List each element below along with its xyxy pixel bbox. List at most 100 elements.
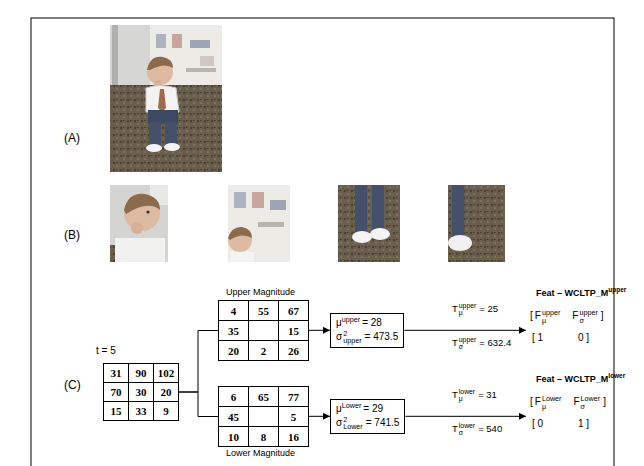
photo-full-part [148, 110, 178, 124]
patch-building-part [230, 252, 254, 262]
photo-full-part [158, 89, 166, 112]
grid-cell: 90 [128, 363, 154, 383]
grid-cell: 55 [248, 300, 279, 321]
math-text: = 741.5 [366, 417, 400, 428]
label-text: 1 ] [578, 418, 589, 430]
superscript: upper [579, 309, 597, 317]
math-text: = 473.5 [365, 331, 399, 342]
label-text: (B) [64, 228, 80, 242]
cell-value: 20 [161, 386, 172, 398]
stacked-script: lowerμ [459, 388, 475, 402]
subscript: σ [581, 403, 601, 411]
grid-heading: Upper Magnitude [226, 287, 295, 297]
cell-value: 77 [288, 391, 299, 403]
patch-building-part [270, 200, 286, 210]
grid-cell: 10 [218, 426, 249, 447]
grid-cell: 31 [103, 363, 129, 383]
grid-cell: 5 [278, 406, 309, 427]
cell-value: 5 [291, 411, 297, 423]
grid-cell: 15 [278, 320, 309, 341]
patch-building-part [228, 227, 252, 240]
patch-legs-part [372, 185, 384, 233]
grid-cell: 20 [153, 382, 179, 402]
math-text: T [452, 423, 458, 434]
patch-building-part [258, 222, 284, 227]
math-text: σ [336, 331, 342, 342]
formula-line: μupper= 28 [336, 316, 398, 330]
photo-full-part [186, 68, 216, 72]
grid-cell: 8 [248, 426, 279, 447]
patch-building [228, 185, 290, 262]
superscript: lower [459, 388, 475, 395]
grid-cell [248, 406, 279, 427]
cell-value: 45 [228, 411, 239, 423]
label-text: [ 0 [532, 418, 543, 430]
grid-cell: 67 [278, 300, 309, 321]
math-text: 1 ] [578, 418, 589, 429]
cell-value: 15 [111, 405, 122, 417]
math-text: = 540 [478, 423, 502, 434]
patch-face-part [124, 194, 160, 214]
cell-value: 8 [261, 431, 267, 443]
math-text: = 28 [362, 317, 382, 328]
grid-cell: 45 [218, 406, 249, 427]
superscript: upper [342, 315, 360, 324]
stacked-script: lowerσ [459, 422, 475, 436]
label-text: Tlowerμ= 31 [452, 388, 497, 402]
stacked-script: Lowerσ [581, 395, 601, 410]
grid-heading: Lower Magnitude [226, 448, 295, 458]
statistics-box: μupper= 28σ2upper= 473.5 [330, 313, 404, 348]
superscript: lower [459, 422, 475, 429]
grid-cell: 6 [218, 386, 249, 407]
photo-full-part [112, 25, 118, 87]
patch-legs-part [338, 185, 400, 262]
patch-building-part [234, 192, 246, 208]
patch-face [110, 185, 168, 262]
math-text: (B) [64, 228, 80, 242]
formula-line: μLower= 29 [336, 402, 399, 416]
math-text: [ 1 [532, 332, 543, 343]
connector-line [309, 416, 330, 417]
cell-value: 15 [288, 325, 299, 337]
math-text: σ [336, 417, 342, 428]
photo-full-part [165, 122, 177, 146]
subscript: Lower [343, 423, 363, 431]
cell-value: 20 [228, 345, 239, 357]
math-text: F [535, 310, 541, 321]
grid-cell: 77 [278, 386, 309, 407]
superscript: 2 [343, 330, 361, 338]
superscript: lower [608, 372, 625, 379]
cell-value: 31 [111, 367, 122, 379]
patch-shoe-part [448, 185, 505, 262]
label-text: 0 ] [578, 332, 589, 344]
formula-line: σ2upper = 473.5 [336, 330, 398, 345]
stacked-script: 2upper [343, 330, 361, 345]
patch-building-part [252, 192, 264, 208]
math-text: t = 5 [96, 345, 116, 356]
grid-cell: 30 [128, 382, 154, 402]
cell-value: 90 [136, 367, 147, 379]
matrix-grid: 45567351520226Upper Magnitude [218, 300, 309, 361]
label-text: [FLowerμFLowerσ] [530, 395, 606, 410]
photo-full-part [146, 86, 179, 113]
connector-line [309, 330, 330, 331]
label-text: (C) [64, 378, 81, 392]
grid-cell: 26 [278, 340, 309, 361]
math-text: [ [530, 396, 533, 407]
stacked-script: upperμ [542, 309, 560, 324]
subscript: μ [459, 309, 476, 316]
math-text: (C) [64, 378, 81, 392]
label-text: Tupperμ= 25 [452, 302, 498, 316]
grid-cell [248, 320, 279, 341]
cell-value: 9 [163, 405, 169, 417]
photo-full-part [172, 34, 182, 48]
math-text: T [452, 337, 458, 348]
cell-value: 33 [136, 405, 147, 417]
math-text: [ 0 [532, 418, 543, 429]
label-text: Tupperσ= 632.4 [452, 336, 511, 350]
cell-value: 55 [258, 305, 269, 317]
math-text: T [452, 389, 458, 400]
connector-line [179, 331, 218, 393]
matrix-grid: 6657745510816Lower Magnitude [218, 386, 309, 447]
